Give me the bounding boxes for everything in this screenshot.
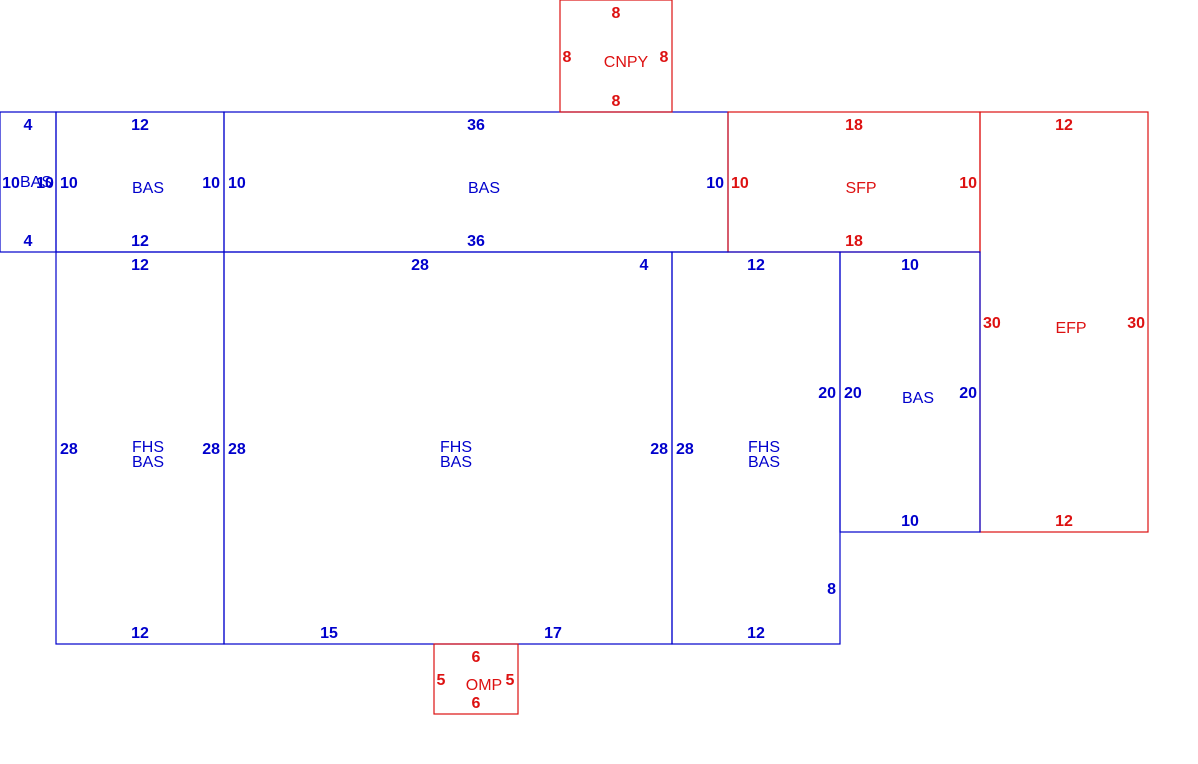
area-label: BAS [468,180,500,197]
dimension-label-bottom: 18 [845,233,863,250]
dimension-label-top: 4 [24,117,33,134]
dimension-label-right: 10 [36,175,54,192]
dimension-label-top: 36 [467,117,485,134]
dimension-label-bottom: 12 [131,625,149,642]
area-bas-upper-center: BAS 36 36 10 10 [223,111,729,253]
dimension-label-left: 10 [2,175,20,192]
dimension-label-bottom: 36 [467,233,485,250]
dimension-label-left: 28 [60,441,78,458]
area-label: BAS [20,174,52,191]
dimension-label-right: 10 [706,175,724,192]
dimension-label-bottom: 6 [472,695,481,712]
area-label: BAS [440,454,472,471]
dimension-label-bottom: 12 [131,233,149,250]
dimension-label-right: 28 [650,441,668,458]
dimension-label-right: 10 [959,175,977,192]
area-label: BAS [132,180,164,197]
dimension-label-right: 10 [202,175,220,192]
dimension-label-left: 30 [983,315,1001,332]
dimension-label-bottom-right: 17 [544,625,562,642]
dimension-label-right: 28 [202,441,220,458]
area-label: CNPY [604,54,649,71]
area-efp: EFP 12 12 30 30 [979,111,1149,533]
dimension-label-top: 12 [747,257,765,274]
dimension-label-right: 20 [959,385,977,402]
area-outline [433,643,519,715]
area-label: FHS [132,439,164,456]
dimension-label-right-upper: 20 [818,385,836,402]
area-label: BAS [748,454,780,471]
dimension-label-top-right: 4 [640,257,649,274]
dimension-label-bottom: 8 [612,93,621,110]
dimension-label-left: 5 [437,672,446,689]
dimension-label-left: 10 [731,175,749,192]
dimension-label-bottom: 12 [747,625,765,642]
dimension-label-top: 12 [1055,117,1073,134]
dimension-label-bottom: 10 [901,513,919,530]
dimension-label-top: 10 [901,257,919,274]
dimension-label-left: 28 [676,441,694,458]
area-label: FHS [748,439,780,456]
dimension-label-bottom: 12 [1055,513,1073,530]
area-label: BAS [902,390,934,407]
dimension-label-bottom: 4 [24,233,33,250]
dimension-label-right: 30 [1127,315,1145,332]
area-label: BAS [132,454,164,471]
dimension-label-left: 20 [844,385,862,402]
area-label: EFP [1055,320,1086,337]
dimension-label-left: 8 [563,49,572,66]
area-bas-right: BAS 10 10 20 20 [839,251,981,533]
dimension-label-top: 12 [131,117,149,134]
dimension-label-right: 8 [660,49,669,66]
dimension-label-top: 28 [411,257,429,274]
dimension-label-left: 10 [228,175,246,192]
dimension-label-left: 10 [60,175,78,192]
area-label: SFP [845,180,876,197]
dimension-label-bottom-left: 15 [320,625,338,642]
area-sfp: SFP 18 18 10 10 [727,111,981,253]
dimension-label-top: 6 [472,649,481,666]
dimension-label-top: 12 [131,257,149,274]
area-cnpy: CNPY 8 8 8 8 [559,0,673,113]
area-label: OMP [466,677,502,694]
area-outline [839,251,981,533]
dimension-label-top: 18 [845,117,863,134]
area-outline [559,0,673,113]
dimension-label-left: 28 [228,441,246,458]
area-bas-small: BAS 4 4 10 10 [0,111,57,253]
dimension-label-right: 5 [506,672,515,689]
area-label: FHS [440,439,472,456]
dimension-label-right-lower: 8 [827,581,836,598]
dimension-label-top: 8 [612,5,621,22]
area-bas-upper-left: BAS 12 12 10 10 [55,111,225,253]
